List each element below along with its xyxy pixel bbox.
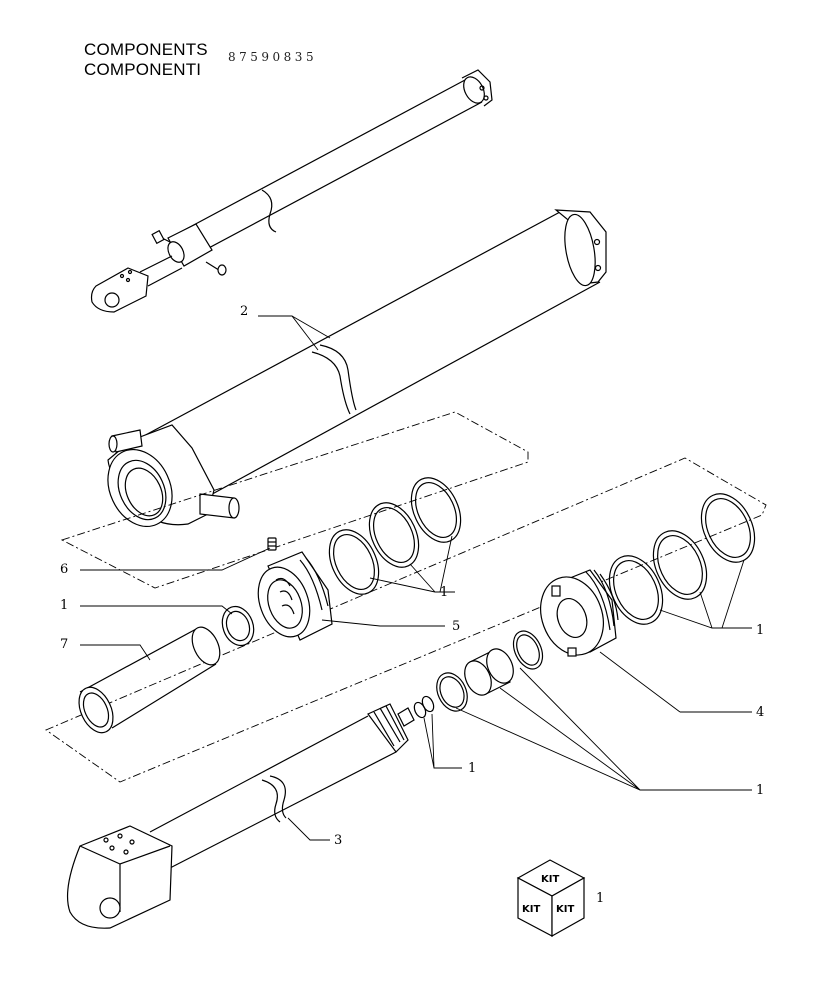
callout-1-bushing: 1 — [756, 783, 764, 798]
exploded-group-box-right — [45, 457, 767, 783]
kit-label-top: KIT — [541, 874, 559, 885]
title-components: COMPONENTS — [84, 40, 208, 59]
grub-screw — [267, 537, 277, 551]
leader-lines — [80, 315, 752, 841]
title-componenti: COMPONENTI — [84, 60, 202, 79]
o-ring-left — [221, 605, 255, 647]
seal-rings-right — [608, 493, 756, 625]
callout-1-rings-upper: 1 — [440, 585, 448, 600]
cylinder-barrel — [107, 209, 607, 528]
piston — [540, 569, 619, 657]
callout-7: 7 — [60, 637, 68, 652]
callout-5: 5 — [452, 619, 460, 634]
callout-2: 2 — [240, 304, 248, 319]
kit-label-right: KIT — [556, 904, 574, 915]
callout-6: 6 — [60, 562, 68, 577]
kit-label-left: KIT — [522, 904, 540, 915]
seal-rings-upper — [328, 477, 462, 595]
exploded-group-box-left — [60, 411, 529, 589]
callout-labels: 2 6 1 7 5 1 1 4 1 1 3 1 — [60, 304, 764, 906]
callout-3: 3 — [334, 833, 342, 848]
assembled-cylinder — [90, 69, 493, 313]
callout-4: 4 — [756, 705, 764, 720]
spacer-tube — [78, 626, 221, 734]
callout-1-o-ring: 1 — [60, 598, 68, 613]
bushing-group — [413, 630, 544, 719]
piston-rod — [66, 703, 415, 929]
callout-1-rings-right: 1 — [756, 623, 764, 638]
part-number: 87590835 — [228, 50, 318, 64]
callout-1-kit: 1 — [596, 891, 604, 906]
callout-1-small-rings: 1 — [468, 761, 476, 776]
gland-nut — [257, 551, 333, 641]
kit-cube-icon: KIT KIT KIT — [516, 859, 586, 938]
